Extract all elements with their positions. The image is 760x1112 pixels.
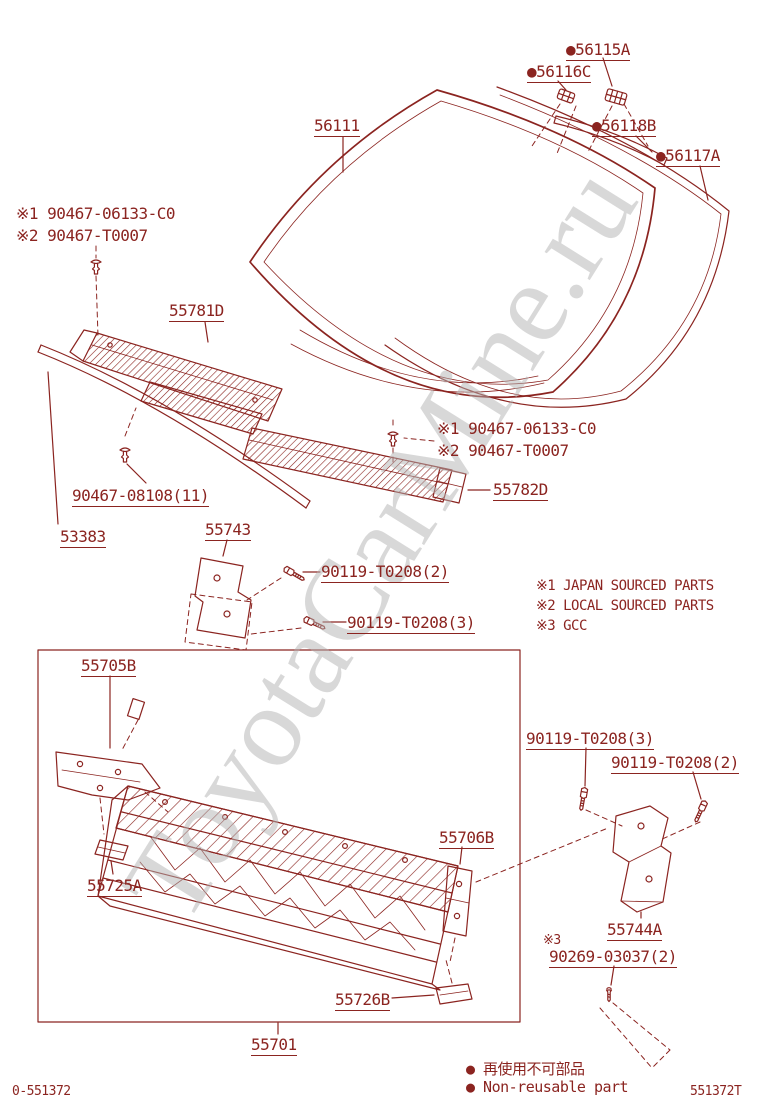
bracket-55705B — [55, 697, 169, 835]
label-55726B: 55726B — [335, 990, 390, 1011]
label-55706B: 55706B — [439, 828, 494, 849]
label-90467-06133-top: ※1 90467-06133-C0 — [16, 204, 176, 223]
windshield-glass — [249, 89, 656, 399]
clip-mid-construction — [392, 419, 435, 463]
label-90467-T0007-top: ※2 90467-T0007 — [16, 226, 148, 245]
leader-55706B — [459, 846, 463, 865]
label-55701: 55701 — [251, 1035, 297, 1056]
clip-construction-line — [95, 245, 99, 337]
label-56115A: ●56115A — [566, 40, 630, 61]
construction-lines-top — [531, 103, 649, 157]
label-56117A: ●56117A — [656, 146, 720, 167]
legend-row-gcc: ※3 GCC — [536, 618, 587, 634]
clip-fastener-mid — [387, 431, 399, 447]
leader-55781D — [204, 321, 209, 343]
label-56116C: ●56116C — [527, 62, 591, 83]
upper-molding-strip — [553, 115, 668, 166]
label-55725A: 55725A — [87, 876, 142, 897]
note-non-reusable-en: ● Non-reusable part — [466, 1078, 629, 1096]
label-90119-T0208-2-right: 90119-T0208(2) — [611, 753, 739, 774]
label-55743: 55743 — [205, 520, 251, 541]
leader-90269 — [610, 965, 615, 986]
retainer-56116C — [556, 88, 576, 104]
leader-55726B — [391, 994, 435, 999]
footer-code-right: 551372T — [690, 1084, 742, 1099]
label-sym3: ※3 — [543, 933, 561, 948]
bracket-55743 — [184, 557, 253, 651]
leader-90467-08108 — [126, 463, 147, 484]
bolt-construction-left — [246, 577, 302, 635]
label-55781D: 55781D — [169, 301, 224, 322]
cowl-louver-right — [242, 427, 467, 504]
leader-90119-2-right — [692, 771, 702, 800]
label-90467-06133-mid: ※1 90467-06133-C0 — [437, 419, 597, 438]
label-90119-T0208-3-left: 90119-T0208(3) — [347, 613, 475, 634]
clip-b-construction — [124, 407, 137, 437]
label-53383: 53383 — [60, 527, 106, 548]
leader-53383 — [47, 371, 59, 525]
label-90467-08108: 90467-08108(11) — [72, 486, 210, 507]
plate-55726B — [435, 959, 473, 1005]
leader-55725A — [110, 860, 114, 875]
screw-90269 — [605, 987, 613, 1003]
footer-code-left: 0-551372 — [12, 1084, 71, 1099]
assembly-box — [37, 649, 521, 1023]
construction-55706B-to-55744A — [475, 827, 609, 883]
cowl-top-panel-assembly — [97, 785, 459, 991]
retainer-56115A — [604, 88, 628, 106]
label-90119-T0208-3-right: 90119-T0208(3) — [526, 729, 654, 750]
bracket-55744A — [612, 805, 672, 913]
clip-55725A — [94, 839, 129, 861]
leader-90119-3-right — [584, 747, 587, 787]
label-55705B: 55705B — [81, 656, 136, 677]
label-55744A: 55744A — [607, 920, 662, 941]
label-56118B: ●56118B — [592, 116, 656, 137]
bolt-90119-3 — [302, 615, 327, 632]
label-90467-T0007-mid: ※2 90467-T0007 — [437, 441, 569, 460]
cowl-weatherstrip — [37, 344, 311, 509]
label-90269-03037: 90269-03037(2) — [549, 947, 677, 968]
legend-row-local: ※2 LOCAL SOURCED PARTS — [536, 598, 714, 614]
bolt-90119-2-right — [692, 799, 709, 824]
leader-55743 — [222, 539, 228, 557]
bolt-construction-right — [585, 809, 701, 841]
windshield-molding — [384, 86, 730, 408]
label-90119-T0208-2-left: 90119-T0208(2) — [321, 562, 449, 583]
bolt-90119-2 — [282, 565, 307, 583]
clip-fastener — [90, 259, 102, 275]
note-non-reusable-jp: ● 再使用不可部品 — [466, 1060, 585, 1078]
cowl-louver-left — [69, 329, 283, 435]
legend-row-japan: ※1 JAPAN SOURCED PARTS — [536, 578, 714, 594]
bracket-55706B — [442, 865, 473, 963]
screw-construction — [599, 1002, 671, 1069]
clip-fastener-b — [119, 447, 131, 463]
label-55782D: 55782D — [493, 480, 548, 501]
bolt-90119-3-right — [577, 786, 589, 812]
label-56111: 56111 — [314, 116, 360, 137]
